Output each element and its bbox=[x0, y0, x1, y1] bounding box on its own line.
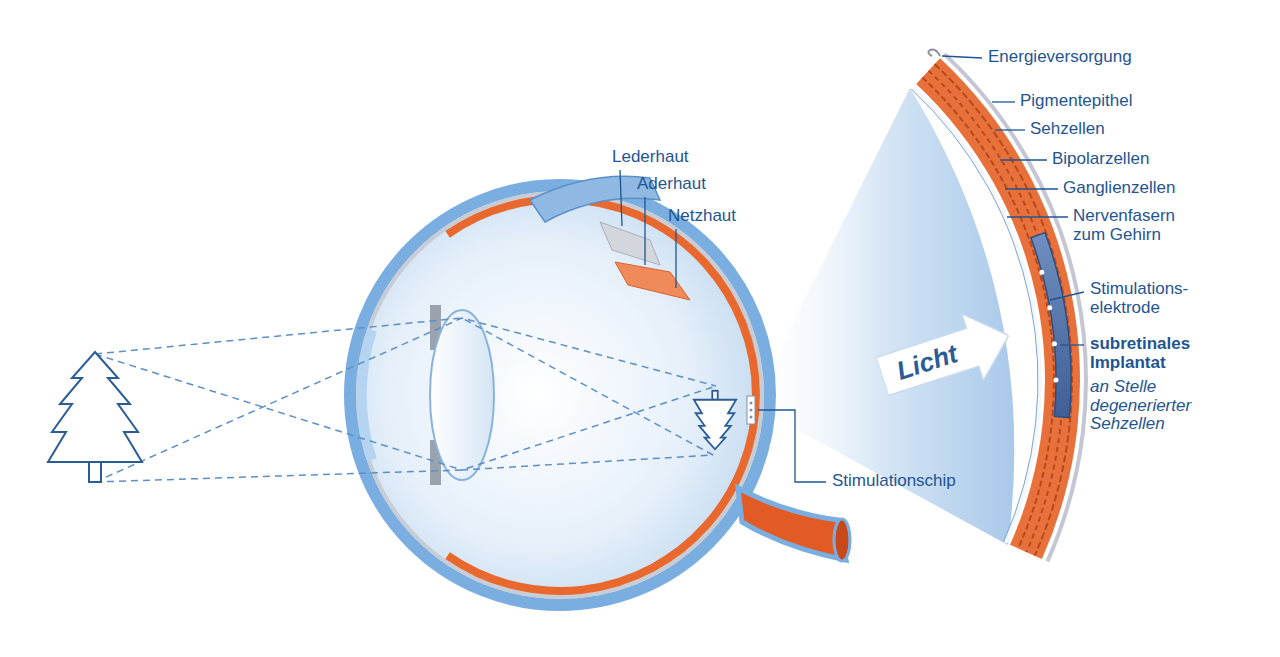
part-label: Netzhaut bbox=[668, 207, 736, 226]
magnification-beam bbox=[752, 88, 1014, 545]
part-label: Energieversorgung bbox=[988, 48, 1132, 67]
part-label: Pigmentepithel bbox=[1020, 92, 1132, 111]
part-label: Sehzellen bbox=[1030, 120, 1105, 139]
part-label: Stimulations- elektrode bbox=[1090, 280, 1208, 317]
eye-leader-lines bbox=[620, 170, 826, 482]
part-label: Bipolarzellen bbox=[1052, 150, 1149, 169]
part-label: Ganglienzellen bbox=[1063, 179, 1175, 198]
arrow-body bbox=[871, 302, 1019, 410]
part-label: subretinales Implantat bbox=[1090, 335, 1210, 372]
part-label: Stimulationschip bbox=[832, 472, 956, 491]
eye bbox=[350, 176, 850, 605]
tree-image bbox=[694, 391, 736, 450]
light-rays bbox=[95, 318, 716, 482]
tree-object bbox=[48, 352, 142, 482]
part-label: an Stelle degenerierter Sehzellen bbox=[1090, 378, 1202, 434]
subretinal-implant bbox=[1031, 233, 1071, 418]
part-label: Lederhaut bbox=[612, 148, 689, 167]
part-label: Nervenfasern zum Gehirn bbox=[1073, 207, 1191, 244]
part-label: Aderhaut bbox=[637, 175, 706, 194]
